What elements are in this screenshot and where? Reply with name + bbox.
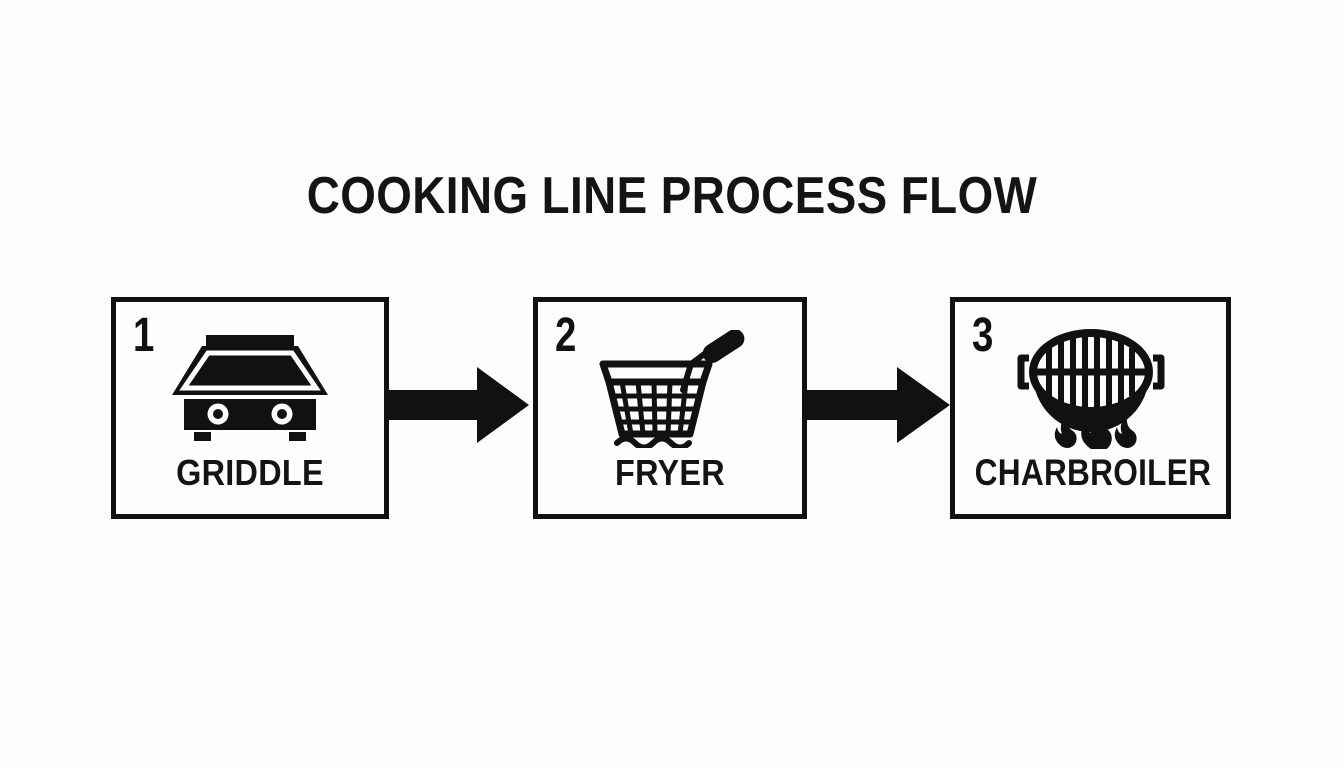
arrow-fryer-to-charbroiler <box>805 366 951 444</box>
step-number-1: 1 <box>133 309 155 362</box>
process-step-charbroiler[interactable]: 3 <box>950 297 1231 519</box>
step-label-griddle: GRIDDLE <box>176 452 324 493</box>
step-number-3: 3 <box>972 309 994 362</box>
fryer-basket-icon <box>538 328 802 450</box>
griddle-icon <box>116 328 384 450</box>
charbroiler-grill-icon <box>955 328 1226 450</box>
process-step-fryer[interactable]: 2 <box>533 297 807 519</box>
process-step-griddle[interactable]: 1 GRIDDLE <box>111 297 389 519</box>
step-label-fryer: FRYER <box>615 452 725 493</box>
arrow-griddle-to-fryer <box>387 366 530 444</box>
page-title: COOKING LINE PROCESS FLOW <box>306 167 1038 225</box>
step-number-2: 2 <box>555 309 577 362</box>
step-label-charbroiler: CHARBROILER <box>974 452 1212 493</box>
